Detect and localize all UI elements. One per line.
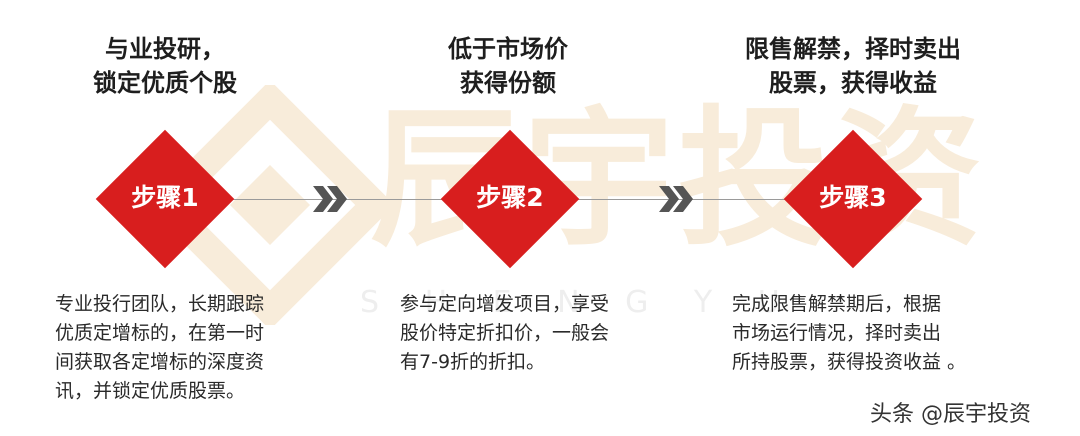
step-2-title: 低于市场价 获得份额: [358, 32, 658, 100]
watermark-latin: S H E N G Y U: [360, 285, 798, 320]
step-2-desc-line: 参与定向增发项目，享受: [400, 293, 610, 315]
step-2-title-line: 获得份额: [460, 69, 556, 97]
step-2-description: 参与定向增发项目，享受 股价特定折扣价，一般会 有7-9折的折扣。: [400, 290, 609, 377]
step-3-desc-line: 完成限售解禁期后，根据: [732, 293, 942, 315]
step-1-label: 步骤1: [131, 183, 199, 212]
step-3-label: 步骤3: [819, 183, 887, 212]
connector-line-1: [225, 199, 445, 200]
step-2-title-line: 低于市场价: [448, 35, 568, 63]
step-1-title-line: 与业投研，: [105, 35, 225, 63]
step-1-title-line: 锁定优质个股: [93, 69, 237, 97]
step-1-desc-line: 讯，并锁定优质股票。: [55, 380, 246, 402]
step-3-description: 完成限售解禁期后，根据 市场运行情况，择时卖出 所持股票，获得投资收益 。: [732, 290, 966, 377]
step-3-desc-line: 所持股票，获得投资收益 。: [732, 351, 967, 373]
step-1-desc-line: 优质定增标的，在第一时: [55, 322, 265, 344]
source-credit: 头条 @辰宇投资: [870, 402, 1031, 427]
step-3-desc-line: 市场运行情况，择时卖出: [732, 322, 942, 344]
step-3-title: 限售解禁，择时卖出 股票，获得收益: [703, 32, 1003, 100]
step-1-title: 与业投研， 锁定优质个股: [15, 32, 315, 100]
step-2-desc-line: 股价特定折扣价，一般会: [400, 322, 610, 344]
step-3-title-line: 股票，获得收益: [769, 69, 937, 97]
double-chevron-right-icon: [313, 186, 347, 212]
step-1-desc-line: 专业投行团队，长期跟踪: [55, 293, 265, 315]
double-chevron-right-icon: [659, 186, 693, 212]
step-2-label: 步骤2: [476, 183, 544, 212]
step-2-desc-line: 有7-9折的折扣。: [400, 351, 546, 373]
step-1-description: 专业投行团队，长期跟踪 优质定增标的，在第一时 间获取各定增标的深度资 讯，并锁…: [55, 290, 264, 406]
step-1-desc-line: 间获取各定增标的深度资: [55, 351, 265, 373]
step-3-title-line: 限售解禁，择时卖出: [745, 35, 961, 63]
